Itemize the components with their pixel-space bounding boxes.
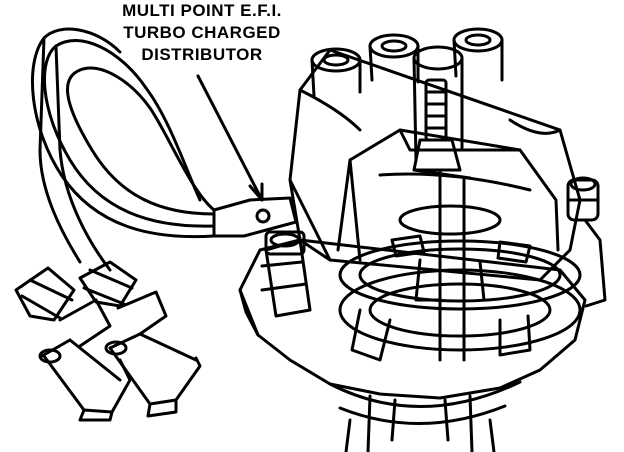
caption-line-1: MULTI POINT E.F.I. [122, 1, 282, 20]
pickup-connector-icon [16, 262, 200, 420]
caption-line-3: DISTRIBUTOR [141, 45, 263, 64]
pickup-plate-icon [340, 236, 580, 360]
leader-line [198, 76, 262, 200]
distributor-body-icon [240, 178, 605, 452]
wiring-harness-icon [32, 29, 214, 270]
caption-line-2: TURBO CHARGED [123, 23, 281, 42]
cap-terminal-tower-icon [312, 29, 502, 160]
distributor-caption: MULTI POINT E.F.I. TURBO CHARGED DISTRIB… [92, 0, 312, 66]
distributor-cap-icon [290, 50, 580, 280]
hold-down-bracket-icon [214, 198, 296, 236]
